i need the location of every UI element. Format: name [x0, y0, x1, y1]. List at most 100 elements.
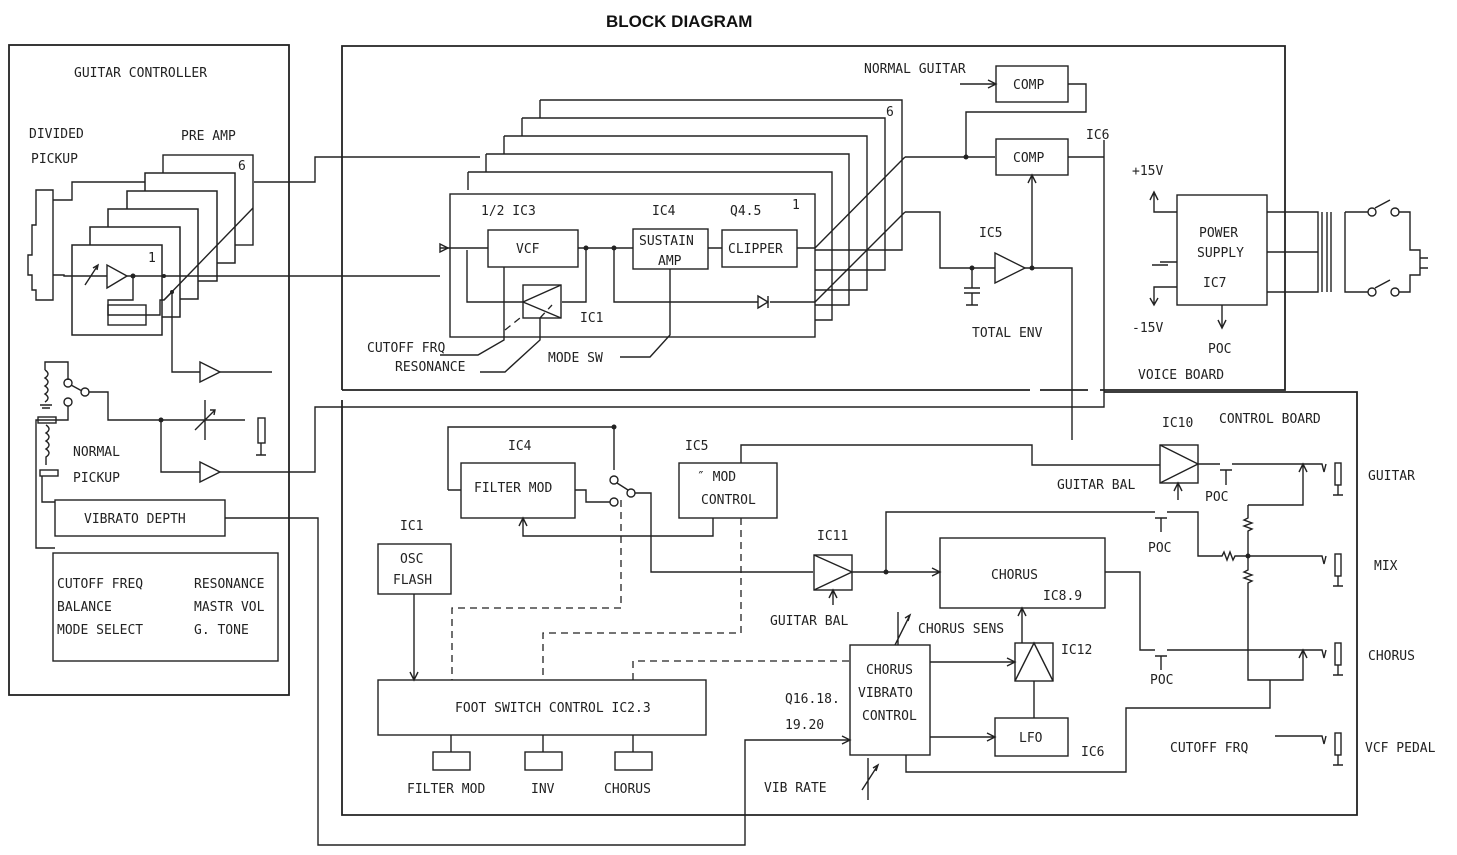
normal-pickup-label-2: PICKUP — [73, 471, 120, 486]
voice-channel-board-1 — [449, 193, 816, 338]
control-g-tone: G. TONE — [194, 623, 249, 638]
power-supply-label-1: POWER — [1199, 226, 1238, 241]
ic11-vca-block — [813, 554, 853, 591]
output-label-guitar: GUITAR — [1368, 469, 1415, 484]
control-resonance: RESONANCE — [194, 577, 264, 592]
controls-panel — [52, 552, 279, 662]
control-balance: BALANCE — [57, 600, 112, 615]
preamp-board-1 — [71, 244, 163, 336]
control-board-label: CONTROL BOARD — [1219, 412, 1321, 427]
output-jack-chorus[interactable] — [1303, 642, 1343, 676]
chorus-sens-pot-icon — [894, 612, 912, 646]
normal-pickup-label-1: NORMAL — [73, 445, 120, 460]
tone-pot-icon — [194, 400, 216, 440]
chorus-vibrato-label-3: CONTROL — [862, 709, 917, 724]
foot-switch-control-label: FOOT SWITCH CONTROL IC2.3 — [455, 701, 651, 716]
ic12-label: IC12 — [1061, 643, 1092, 658]
output-label-mix: MIX — [1374, 559, 1398, 574]
normal-out-buffer-icon — [199, 360, 222, 384]
ic7-label: IC7 — [1203, 276, 1226, 291]
capacitor-icon — [964, 268, 980, 306]
ic11-label: IC11 — [817, 529, 848, 544]
diode-icon — [757, 294, 770, 310]
poc-label-1: POC — [1205, 490, 1228, 505]
footswitch-inv-label: INV — [531, 782, 555, 797]
ic6-label: IC6 — [1086, 128, 1109, 143]
sustain-label-1: SUSTAIN — [639, 234, 694, 249]
guitar-controller-section: GUITAR CONTROLLER DIVIDED PICKUP PRE AMP… — [8, 44, 1105, 846]
ic5-label-ctrl: IC5 — [685, 439, 708, 454]
output-jack-mix[interactable] — [1303, 553, 1343, 587]
sustain-label-2: AMP — [658, 254, 682, 269]
footswitch-chorus-label: CHORUS — [604, 782, 651, 797]
guitar-controller-frame — [8, 44, 290, 696]
footswitch-inv[interactable] — [524, 751, 563, 771]
ic4-label: IC4 — [508, 439, 532, 454]
voice-board-section: 6 1 1/2 IC3 VCF IC1 IC4 SUSTAIN AMP Q4.5… — [341, 45, 1428, 440]
output-jack-vcf-pedal[interactable] — [1275, 732, 1343, 766]
lfo-block — [994, 717, 1069, 757]
chorus-ic-label: IC8.9 — [1043, 589, 1082, 604]
footswitch-filter-mod[interactable] — [432, 751, 471, 771]
pickup-switch-contact — [63, 378, 73, 388]
power-switch-icon — [1374, 199, 1391, 289]
vib-rate-label: VIB RATE — [764, 781, 827, 796]
sustain-ic-label: IC4 — [652, 204, 676, 219]
normal-guitar-label: NORMAL GUITAR — [864, 62, 966, 77]
control-cutoff-freq: CUTOFF FREQ — [57, 577, 143, 592]
voice-board-frame — [341, 45, 1286, 391]
control-mode-select: MODE SELECT — [57, 623, 143, 638]
vcf-label: VCF — [516, 242, 540, 257]
chorus-sens-label: CHORUS SENS — [918, 622, 1004, 637]
ic1-vca-block — [522, 284, 562, 319]
vcf-ic-label: 1/2 IC3 — [481, 204, 536, 219]
lfo-label: LFO — [1019, 731, 1043, 746]
ic10-vca-block — [1159, 444, 1199, 484]
filter-mod-label: FILTER MOD — [474, 481, 552, 496]
q-ref-label-2: 19.20 — [785, 718, 824, 733]
total-env-label: TOTAL ENV — [972, 326, 1043, 341]
clipper-label: CLIPPER — [728, 242, 783, 257]
ic10-label: IC10 — [1162, 416, 1193, 431]
output-label-chorus: CHORUS — [1368, 649, 1415, 664]
vib-rate-pot-icon — [861, 758, 880, 800]
ic5-label: IC5 — [979, 226, 1002, 241]
poc-label-3: POC — [1150, 673, 1173, 688]
poc-mute-2 — [1155, 517, 1167, 532]
osc-flash-label-1: OSC — [400, 552, 423, 567]
clipper-ref-label: Q4.5 — [730, 204, 761, 219]
output-jack-guitar[interactable] — [1303, 462, 1343, 496]
ic1-label: IC1 — [580, 311, 603, 326]
guitar-controller-label: GUITAR CONTROLLER — [74, 66, 207, 81]
chorus-vibrato-label-1: CHORUS — [866, 663, 913, 678]
control-board-section: CONTROL BOARD IC4 FILTER MOD IC5 ″ MOD C… — [341, 391, 1436, 816]
transformer-icon — [1321, 212, 1332, 292]
mode-sw-label: MODE SW — [548, 351, 603, 366]
chorus-vibrato-label-2: VIBRATO — [858, 686, 913, 701]
footswitch-chorus[interactable] — [614, 751, 653, 771]
cutoff-frq-ctrl-label: CUTOFF FRQ — [1170, 741, 1248, 756]
poc-label-voice: POC — [1208, 342, 1231, 357]
chorus-vibrato-control-block — [849, 644, 931, 756]
poc-mute-3 — [1155, 655, 1167, 670]
ic1-label-ctrl: IC1 — [400, 519, 423, 534]
preamp-channel-1: 1 — [148, 251, 156, 266]
feedback-resistor — [107, 304, 147, 326]
pre-amp-label: PRE AMP — [181, 129, 236, 144]
mode-switch-icon — [616, 482, 629, 491]
divided-label-1: DIVIDED — [29, 127, 84, 142]
plus15v-label: +15V — [1132, 164, 1163, 179]
mod-control-block — [678, 462, 778, 519]
mod-control-label-2: CONTROL — [701, 493, 756, 508]
jack-icon — [257, 417, 266, 444]
envelope-opamp-icon — [994, 251, 1027, 285]
voice-channel-1: 1 — [792, 198, 800, 213]
guitar-bal-upper-label: GUITAR BAL — [1057, 478, 1135, 493]
output-label-vcf-pedal: VCF PEDAL — [1365, 741, 1436, 756]
diagram-title: BLOCK DIAGRAM — [606, 12, 752, 31]
mod-control-label-1: ″ MOD — [697, 470, 736, 485]
chorus-label: CHORUS — [991, 568, 1038, 583]
poc-label-2: POC — [1148, 541, 1171, 556]
minus15v-label: -15V — [1132, 321, 1163, 336]
